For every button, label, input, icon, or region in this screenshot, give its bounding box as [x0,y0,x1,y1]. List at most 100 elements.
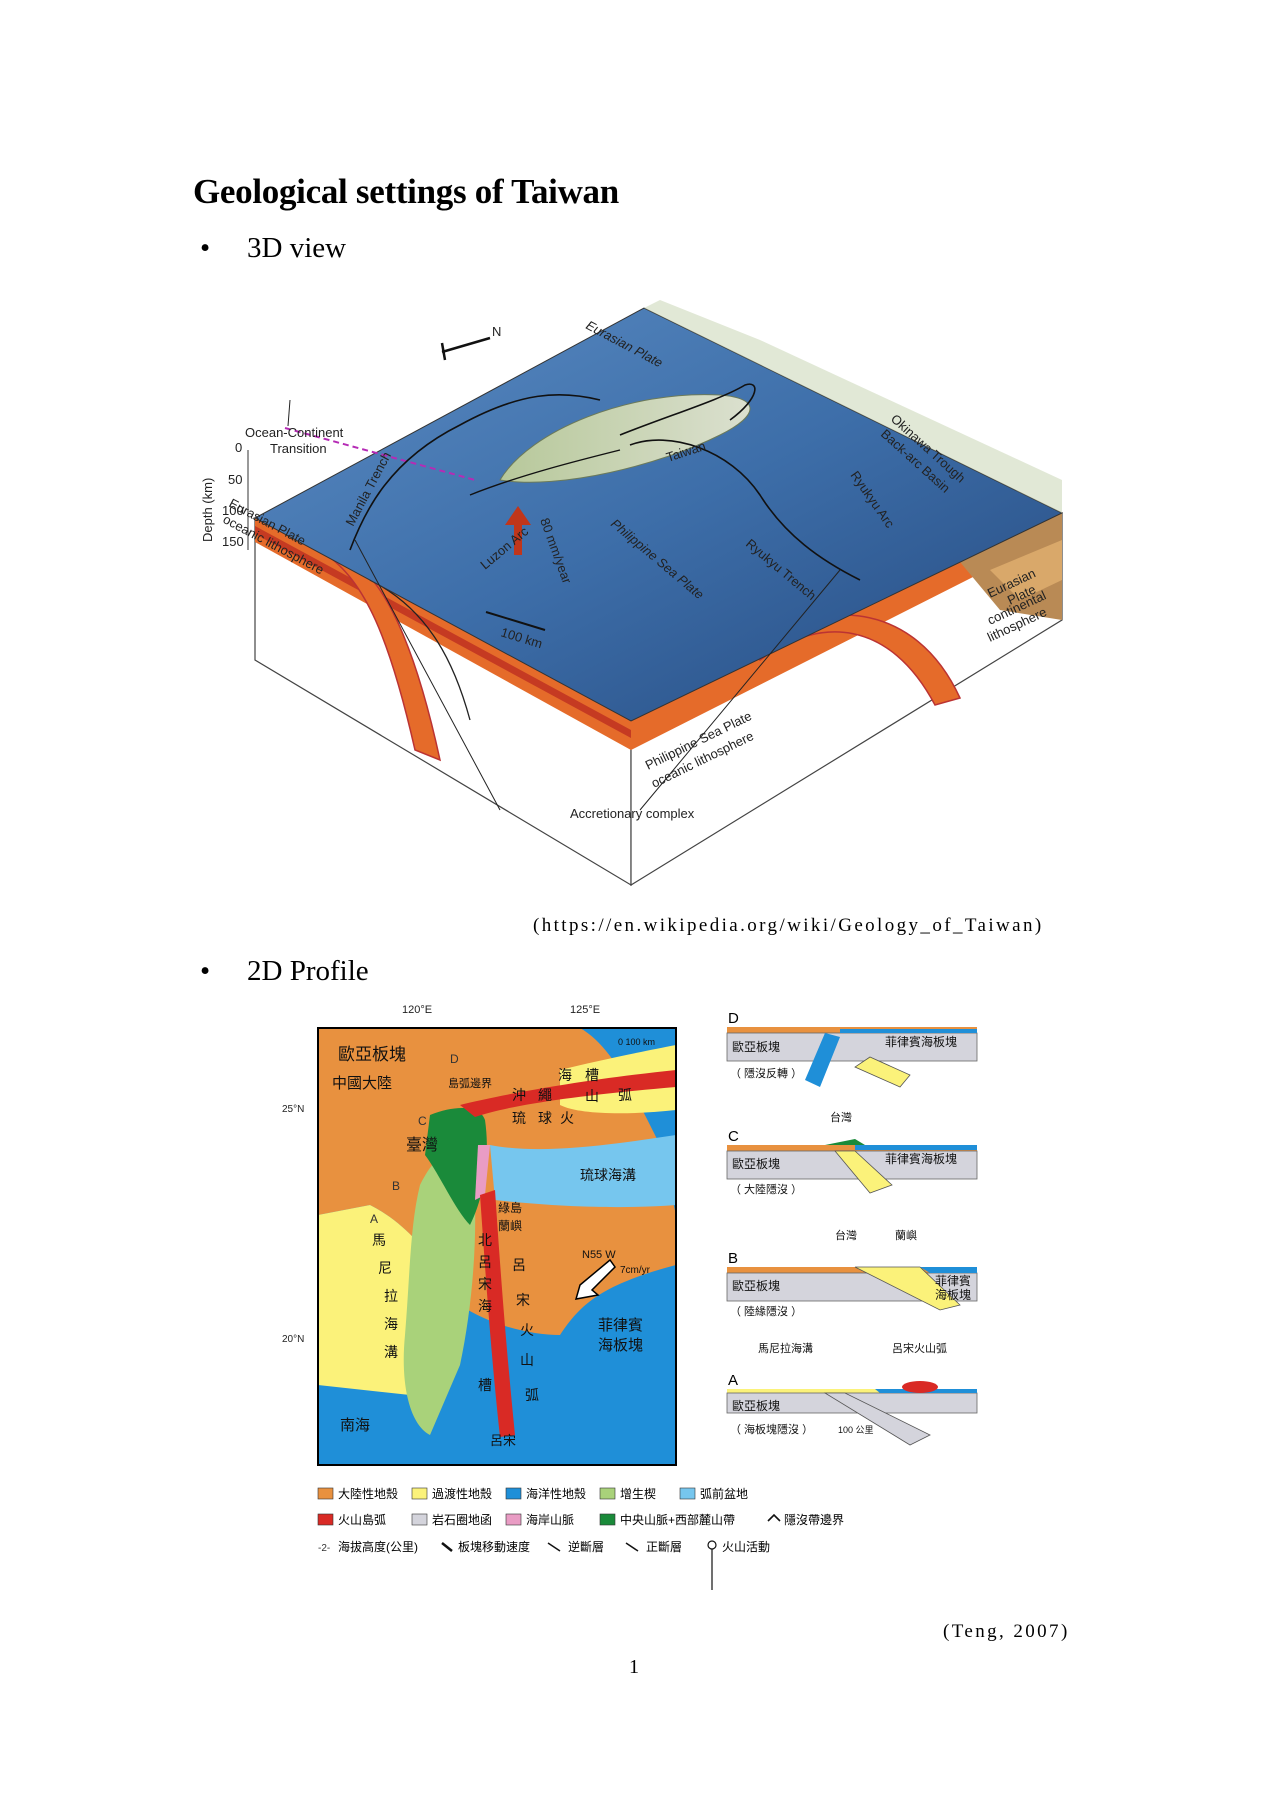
caption-teng: (Teng, 2007) [943,1621,1070,1642]
legend-swatch [411,1487,428,1500]
section-note: （ 隱沒反轉 ） [730,1066,802,1080]
map-philippine-label: 菲律賓 [598,1316,643,1334]
map-trough-char: 呂 [478,1254,492,1270]
profile-letter: B [392,1179,400,1193]
legend-swatch [505,1487,522,1500]
accretionary-label: Accretionary complex [570,806,695,821]
figure-2d-profile: 120°E 125°E 25°N 20°N 0 100 km 歐亞板塊 中國大陸… [282,1005,978,1590]
section-a: 馬尼拉海溝 呂宋火山弧 A 歐亞板塊 （ 海板塊隱沒 ） 100 公里 [726,1341,978,1446]
map-luzon-label: 呂宋 [490,1433,516,1448]
section-note: （ 大陸隱沒 ） [730,1182,802,1196]
plate-velocity-arrow-icon [574,1258,616,1300]
legend-label: 弧前盆地 [700,1486,748,1501]
elevation-icon: -2- [318,1543,330,1554]
legend-swatch [505,1513,522,1526]
legend-label: 增生楔 [620,1487,656,1501]
map-manila-char: 海 [384,1316,398,1332]
map-trough-char: 槽 [478,1377,492,1393]
bullet-3d-label: 3D view [247,232,347,264]
section-label: 歐亞板塊 [732,1039,780,1054]
legend-label: 岩石圈地函 [432,1512,492,1527]
bullet-dot-icon: • [200,232,211,264]
eurasian-slab [324,553,442,762]
section-label: 蘭嶼 [895,1228,917,1242]
section-label: 歐亞板塊 [732,1278,780,1293]
section-label: 海板塊 [935,1287,971,1302]
depth-axis-label: Depth (km) [200,478,215,542]
map-manila-char: 馬 [372,1232,386,1248]
section-label: 菲律賓海板塊 [885,1151,957,1166]
section-letter: D [728,1010,739,1027]
map-manila-trench-label: 馬 尼 拉 海 溝 [372,1232,398,1360]
map-luzon-arc-label: 呂 宋 火 山 弧 [512,1257,539,1403]
map-ryukyu-char: 山 [585,1088,599,1104]
section-letter: C [728,1128,739,1145]
map-eurasian-label: 歐亞板塊 [338,1045,406,1064]
map-arc-char: 呂 [512,1257,526,1273]
legend-label: 過渡性地殼 [432,1486,492,1501]
section-letter: B [728,1250,738,1267]
map-ryukyu-char: 球 [538,1110,552,1126]
depth-tick: 100 [222,503,244,518]
map-ryukyu-char: 弧 [618,1087,632,1103]
profile-letter: A [370,1212,378,1226]
map-arc-boundary-label: 島弧邊界 [448,1076,492,1090]
bullet-dot-icon: • [200,955,211,987]
map-arc-char: 弧 [525,1387,539,1403]
map-arc-char: 火 [520,1322,534,1338]
oct-label: Ocean-Continent [245,425,344,440]
depth-tick: 0 [235,440,242,455]
map-okinawa-char: 沖 [512,1087,526,1103]
map-forearc-basin [490,1135,676,1208]
section-letter: A [728,1372,738,1389]
normal-fault-icon [625,1542,639,1552]
scale-bar [485,611,546,631]
legend-swatch [317,1513,334,1526]
page-title: Geological settings of Taiwan [193,172,619,211]
legend-label: 大陸性地殼 [338,1487,398,1501]
legend-label: 隱沒帶邊界 [784,1513,844,1527]
map-scale-label: 0 100 km [618,1037,655,1047]
map-okinawa-char: 海 [558,1067,572,1083]
north-arrow-icon [441,336,491,354]
map-arc-char: 宋 [516,1292,530,1308]
section-b: 台灣 蘭嶼 B 歐亞板塊 菲律賓 海板塊 （ 陸緣隱沒 ） [726,1228,978,1318]
section-label: 歐亞板塊 [732,1156,780,1171]
legend-label: 海岸山脈 [526,1512,574,1527]
section-label: 歐亞板塊 [732,1398,780,1413]
subduction-boundary-icon [767,1513,781,1522]
section-note: （ 陸緣隱沒 ） [730,1304,802,1318]
map-okinawa-char: 繩 [538,1087,552,1103]
map-accretionary-wedge [403,1148,476,1435]
legend-label: 正斷層 [646,1540,682,1554]
map-philippine-label: 海板塊 [598,1336,643,1354]
section-scale: 100 公里 [838,1425,874,1435]
map-trough-char: 北 [478,1232,492,1248]
section-label: 呂宋火山弧 [892,1341,947,1355]
legend: 大陸性地殼 過渡性地殼 海洋性地殼 增生楔 弧前盆地 火山島弧 岩石圈地函 海岸… [317,1486,844,1590]
map-manila-char: 尼 [378,1260,392,1276]
map-orchid-island-label: 蘭嶼 [498,1219,522,1233]
map-green-island-label: 綠島 [498,1200,522,1215]
map-luzon-arc [480,1190,515,1437]
legend-swatch [679,1487,696,1500]
bullet-2d-label: 2D Profile [247,955,369,987]
map-arc-char: 山 [520,1352,534,1368]
lat-label: 25°N [282,1104,304,1115]
lon-label: 120°E [402,1005,432,1016]
map-china-label: 中國大陸 [332,1075,392,1092]
map-trough-char: 宋 [478,1276,492,1292]
lat-label: 20°N [282,1334,304,1345]
map-motion-rate: 7cm/yr [620,1265,651,1276]
lon-label: 125°E [570,1005,600,1016]
depth-tick: 150 [222,534,244,549]
section-label: 台灣 [835,1228,857,1242]
velocity-arrow-icon [441,1542,453,1552]
section-label: 馬尼拉海溝 [758,1341,813,1355]
section-label: 台灣 [830,1110,852,1124]
map-ryukyu-trench-label: 琉球海溝 [580,1167,636,1183]
manila-trench-line [349,393,601,551]
caption-wikipedia: (https://en.wikipedia.org/wiki/Geology_o… [533,915,1044,936]
section-c: 台灣 C 歐亞板塊 菲律賓海板塊 （ 大陸隱沒 ） [726,1110,978,1196]
plate-motion-arrow [505,506,531,555]
